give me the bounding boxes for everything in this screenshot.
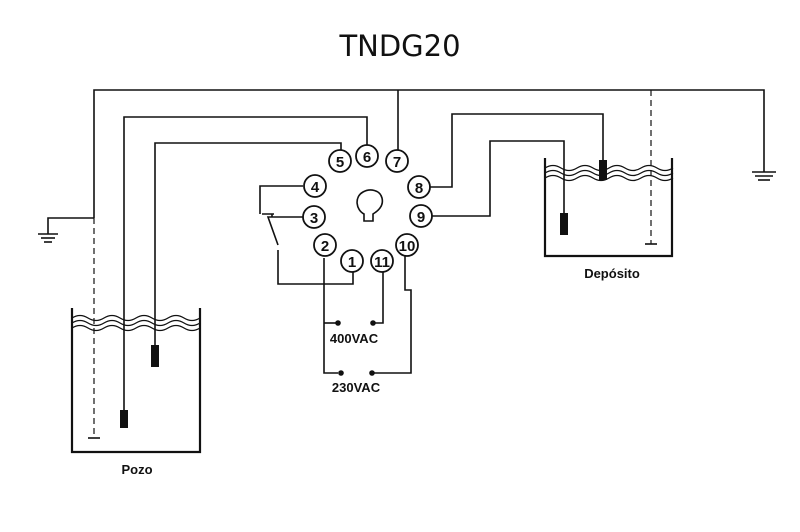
pin-5: 5	[328, 149, 352, 173]
diagram-title: TNDG20	[338, 29, 460, 63]
well-label: Pozo	[121, 462, 152, 477]
pin-2: 2	[313, 233, 337, 257]
svg-text:9: 9	[417, 209, 425, 226]
terminal-dots	[335, 320, 376, 376]
svg-text:2: 2	[321, 238, 329, 255]
well-tank	[70, 308, 202, 454]
relay-contact	[259, 185, 354, 285]
socket-key-icon	[356, 189, 384, 222]
svg-text:11: 11	[374, 254, 390, 271]
level-probe	[560, 213, 568, 235]
svg-text:4: 4	[311, 179, 320, 196]
pin6-wire	[123, 116, 368, 410]
svg-text:10: 10	[399, 238, 416, 255]
pin-7: 7	[385, 149, 409, 173]
svg-text:8: 8	[415, 180, 423, 197]
svg-text:1: 1	[348, 254, 356, 271]
pin8-wire	[430, 113, 604, 188]
common-wire	[93, 89, 765, 218]
pin-4: 4	[303, 174, 327, 198]
pin2-supply-wire	[323, 258, 338, 374]
pin-6: 6	[355, 144, 379, 168]
pin-11: 11	[370, 249, 394, 273]
svg-text:6: 6	[363, 149, 371, 166]
level-probe	[120, 410, 128, 428]
pin-1: 1	[340, 249, 364, 273]
pin5-wire	[154, 142, 342, 345]
pin11-wire	[375, 272, 384, 324]
level-probe	[151, 345, 159, 367]
svg-text:3: 3	[310, 210, 318, 227]
deposit-label: Depósito	[584, 266, 640, 281]
left-ground-wire	[47, 217, 94, 234]
pin10-wire	[374, 255, 412, 374]
pin9-wire	[432, 140, 565, 217]
svg-text:7: 7	[393, 154, 401, 171]
pin-3: 3	[302, 205, 326, 229]
label-230vac: 230VAC	[332, 380, 381, 395]
pin-10: 10	[395, 233, 419, 257]
ground-symbol-right	[752, 171, 776, 181]
pin-8: 8	[407, 175, 431, 199]
deposit-tank	[543, 158, 674, 258]
ground-symbol-left	[38, 233, 58, 243]
level-probe	[599, 160, 607, 180]
label-400vac: 400VAC	[330, 331, 379, 346]
svg-text:5: 5	[336, 154, 344, 171]
pin-9: 9	[409, 204, 433, 228]
